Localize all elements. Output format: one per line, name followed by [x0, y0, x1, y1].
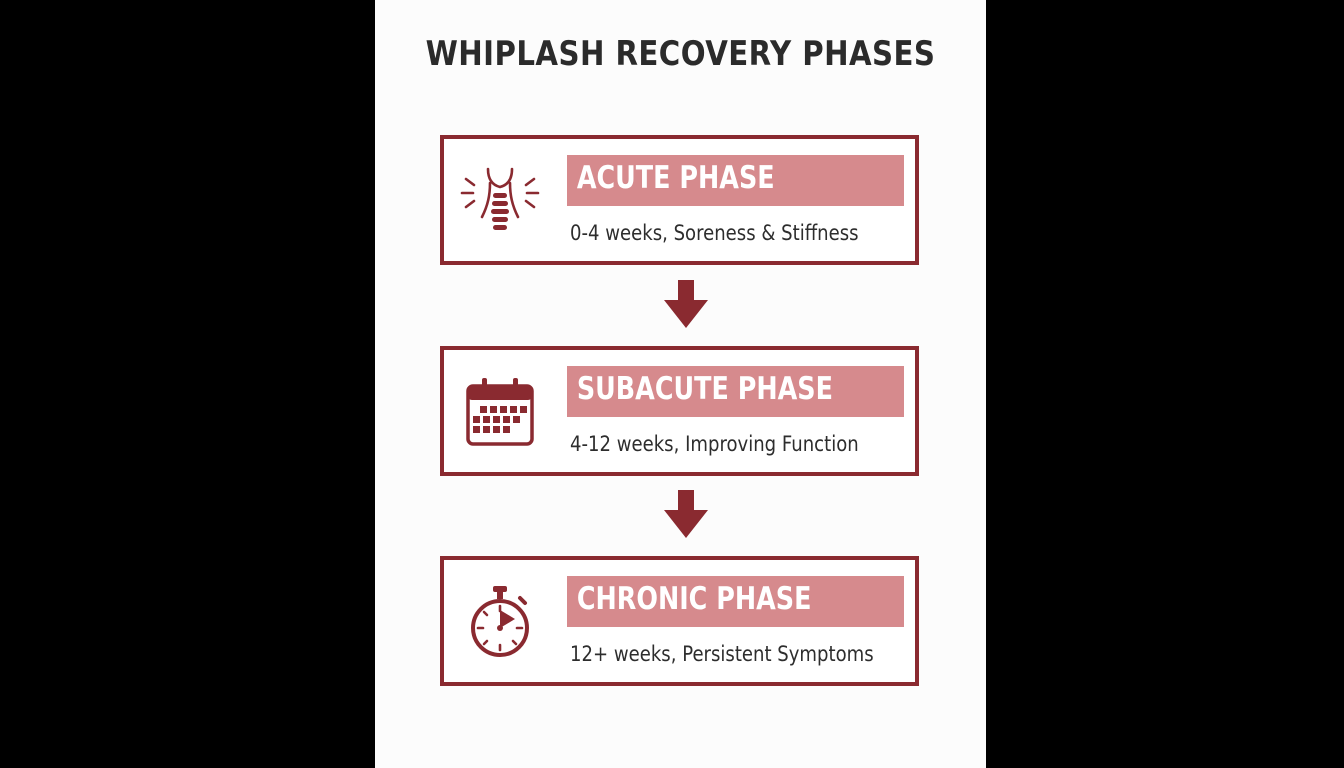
down-arrow-icon	[664, 280, 708, 330]
phase-card-chronic: CHRONIC PHASE 12+ weeks, Persistent Symp…	[440, 556, 919, 686]
phase-name: ACUTE PHASE	[576, 160, 775, 196]
phase-label-bar: SUBACUTE PHASE	[567, 366, 904, 417]
phase-label-bar: ACUTE PHASE	[567, 155, 904, 206]
phase-description: 0-4 weeks, Soreness & Stiffness	[570, 221, 859, 245]
phase-label-bar: CHRONIC PHASE	[567, 576, 904, 627]
neck-pain-icon	[460, 165, 540, 241]
phase-description: 12+ weeks, Persistent Symptoms	[570, 642, 874, 666]
calendar-icon	[460, 376, 540, 452]
phase-card-acute: ACUTE PHASE 0-4 weeks, Soreness & Stiffn…	[440, 135, 919, 265]
phase-name: CHRONIC PHASE	[576, 581, 812, 617]
phase-name: SUBACUTE PHASE	[576, 371, 833, 407]
down-arrow-icon	[664, 490, 708, 540]
infographic-panel: WHIPLASH RECOVERY PHASES	[375, 0, 986, 768]
phase-card-subacute: SUBACUTE PHASE 4-12 weeks, Improving Fun…	[440, 346, 919, 476]
phase-description: 4-12 weeks, Improving Function	[570, 432, 859, 456]
diagram-title: WHIPLASH RECOVERY PHASES	[425, 34, 936, 74]
stopwatch-icon	[460, 586, 540, 662]
